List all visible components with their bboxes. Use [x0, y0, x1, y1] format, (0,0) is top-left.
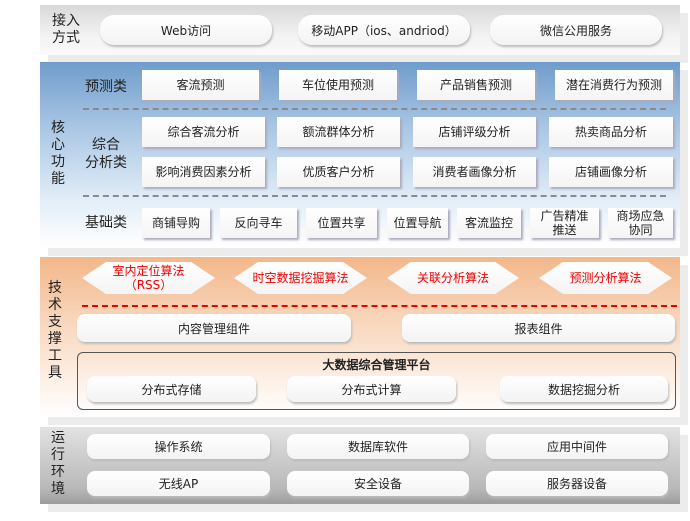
predict-item: 潜在消费行为预测 [555, 70, 673, 100]
divider [83, 108, 666, 110]
analysis-item: 综合客流分析 [142, 117, 265, 147]
analysis-label: 分析类 [85, 155, 127, 171]
runtime-item: 应用中间件 [486, 434, 668, 459]
access-mobile-app: 移动APP（ios、andriod） [298, 15, 470, 45]
analysis-item: 店铺评级分析 [413, 117, 536, 147]
algorithm-item: 预测分析算法 [539, 262, 672, 294]
predict-item: 客流预测 [142, 70, 259, 100]
basic-item: 广告精准推送 [530, 208, 599, 238]
divider [82, 305, 677, 307]
component-item: 内容管理组件 [77, 314, 351, 342]
basic-item: 位置导航 [387, 208, 448, 238]
analysis-item: 消费者画像分析 [413, 157, 536, 187]
predict-item: 车位使用预测 [279, 70, 397, 100]
platform-item: 分布式计算 [287, 376, 456, 402]
analysis-item: 店铺画像分析 [549, 157, 673, 187]
analysis-label: 综合 [92, 137, 120, 153]
basic-item: 商场应急协同 [608, 208, 673, 238]
analysis-item: 影响消费因素分析 [142, 157, 265, 187]
platform-box [77, 352, 676, 410]
core-label: 核心功能 [51, 120, 65, 187]
analysis-item: 优质客户分析 [277, 157, 400, 187]
basic-item: 位置共享 [306, 208, 377, 238]
access-web: Web访问 [100, 15, 272, 45]
predict-label: 预测类 [85, 79, 127, 95]
runtime-item: 服务器设备 [486, 471, 668, 496]
algorithm-item: 关联分析算法 [387, 262, 519, 294]
analysis-item: 额流群体分析 [277, 117, 400, 147]
divider [83, 195, 666, 197]
algorithm-item: 时空数据挖掘算法 [234, 262, 367, 294]
runtime-item: 安全设备 [287, 471, 469, 496]
basic-label: 基础类 [85, 215, 127, 231]
platform-item: 数据挖掘分析 [500, 376, 668, 402]
platform-title: 大数据综合管理平台 [322, 358, 431, 372]
predict-item: 产品销售预测 [417, 70, 535, 100]
runtime-label: 运行环境 [51, 430, 65, 497]
basic-item: 客流监控 [457, 208, 521, 238]
tech-label: 技术支撑工具 [48, 280, 62, 381]
runtime-item: 数据库软件 [287, 434, 469, 459]
component-item: 报表组件 [402, 314, 675, 342]
runtime-item: 无线AP [87, 471, 270, 496]
algorithm-item: 室内定位算法（RSS） [82, 262, 215, 294]
runtime-item: 操作系统 [87, 434, 270, 459]
basic-item: 反向寻车 [220, 208, 297, 238]
access-label: 接入方式 [52, 13, 80, 46]
basic-item: 商铺导购 [142, 208, 210, 238]
platform-item: 分布式存储 [87, 376, 256, 402]
access-wechat: 微信公用服务 [490, 15, 662, 45]
analysis-item: 热卖商品分析 [549, 117, 673, 147]
